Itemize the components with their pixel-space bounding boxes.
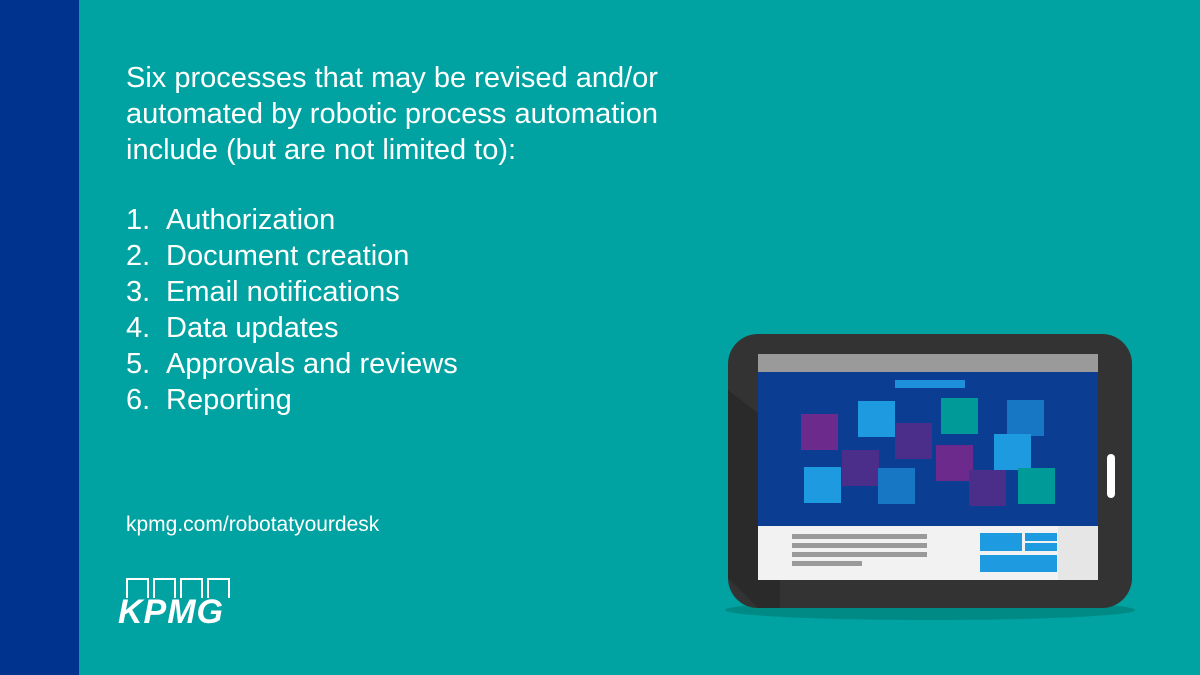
intro-text: Six processes that may be revised and/or… bbox=[126, 62, 658, 166]
list-item: 4. Data updates bbox=[126, 310, 458, 346]
text-line bbox=[792, 552, 927, 557]
logo-box bbox=[153, 578, 176, 598]
side-band bbox=[0, 0, 79, 675]
tablet-illustration-icon bbox=[720, 330, 1140, 630]
screen-button bbox=[1025, 533, 1057, 541]
text-line bbox=[792, 543, 927, 548]
screen-lower-shade bbox=[1058, 526, 1098, 580]
list-number: 1. bbox=[126, 204, 151, 236]
screen-button bbox=[1025, 543, 1057, 551]
tile bbox=[895, 423, 932, 459]
tile bbox=[936, 445, 973, 481]
list-number: 5. bbox=[126, 348, 151, 380]
home-button-icon bbox=[1107, 454, 1115, 498]
list-label: Email notifications bbox=[166, 276, 400, 308]
list-label: Reporting bbox=[166, 384, 292, 416]
logo-boxes bbox=[126, 578, 230, 598]
tile bbox=[1007, 400, 1044, 436]
screen-top-bar bbox=[758, 354, 1098, 372]
list-label: Document creation bbox=[166, 240, 410, 272]
list-number: 2. bbox=[126, 240, 151, 272]
tile bbox=[804, 467, 841, 503]
list-item: 1. Authorization bbox=[126, 202, 458, 238]
logo-box bbox=[126, 578, 149, 598]
screen-button bbox=[980, 533, 1022, 551]
text-line bbox=[792, 534, 927, 539]
tile bbox=[969, 470, 1006, 506]
list-number: 6. bbox=[126, 384, 151, 416]
screen-button bbox=[980, 555, 1057, 572]
list-item: 2. Document creation bbox=[126, 238, 458, 274]
list-label: Approvals and reviews bbox=[166, 348, 458, 380]
tablet-svg bbox=[725, 334, 1135, 620]
logo-text: KPMG bbox=[118, 593, 224, 631]
list-label: Data updates bbox=[166, 312, 339, 344]
logo-box bbox=[180, 578, 203, 598]
tile bbox=[1018, 468, 1055, 504]
text-line bbox=[792, 561, 862, 566]
list-item: 3. Email notifications bbox=[126, 274, 458, 310]
list-number: 4. bbox=[126, 312, 151, 344]
tile bbox=[842, 450, 879, 486]
list-label: Authorization bbox=[166, 204, 336, 236]
tile bbox=[801, 414, 838, 450]
tile bbox=[941, 398, 978, 434]
tile bbox=[994, 434, 1031, 470]
list-number: 3. bbox=[126, 276, 151, 308]
tile bbox=[858, 401, 895, 437]
screen-header-bar bbox=[895, 380, 965, 388]
list-item: 5. Approvals and reviews bbox=[126, 346, 458, 382]
list-item: 6. Reporting bbox=[126, 382, 458, 418]
screen-tiles bbox=[801, 398, 1055, 506]
process-list: 1. Authorization 2. Document creation 3. Em… bbox=[126, 202, 458, 418]
kpmg-logo-icon: KPMG bbox=[118, 578, 240, 631]
website-link[interactable]: kpmg.com/robotatyourdesk bbox=[126, 513, 380, 536]
logo-box bbox=[207, 578, 230, 598]
tile bbox=[878, 468, 915, 504]
